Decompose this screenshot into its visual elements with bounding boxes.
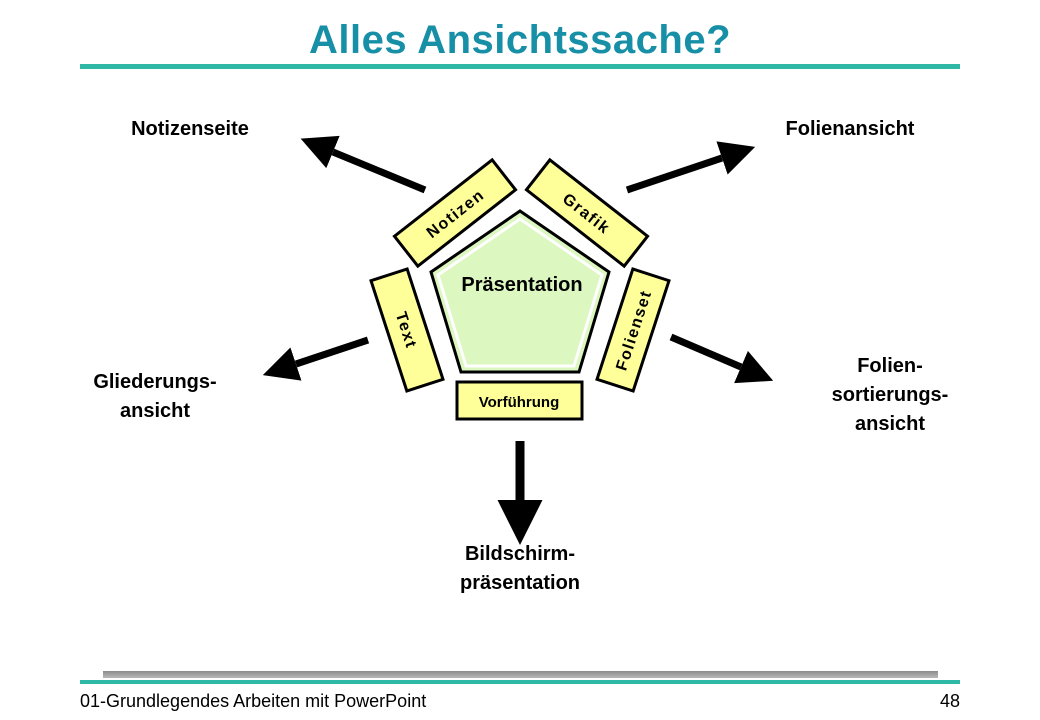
tab-folienset	[595, 267, 671, 393]
label-foliensortierungsansicht: Folien- sortierungs- ansicht	[831, 355, 949, 435]
tab-vorfuehrung	[455, 380, 584, 421]
tab-text	[369, 267, 445, 393]
pentagon-label: Präsentation	[461, 274, 582, 296]
presentation-pentagon	[429, 209, 611, 374]
arrow-to-notizenseite	[300, 135, 427, 194]
label-bildschirmpraesentation: Bildschirm- präsentation	[459, 543, 581, 594]
footer-divider	[80, 680, 960, 684]
tab-grafik	[524, 157, 650, 269]
arrow-to-folienansicht	[625, 141, 756, 194]
title-divider	[80, 64, 960, 69]
label-notizenseite: Notizenseite	[131, 118, 249, 140]
tab-vorfuehrung-label: Vorführung	[479, 394, 560, 411]
tab-notizen	[392, 157, 518, 269]
arrow-to-foliensortierung	[669, 333, 774, 384]
label-folienansicht: Folienansicht	[785, 118, 915, 140]
footer-course-title: 01-Grundlegendes Arbeiten mit PowerPoint	[80, 691, 427, 711]
slide-title: Alles Ansichtssache?	[308, 18, 731, 62]
footer-shadow-bar	[103, 671, 938, 678]
label-gliederungsansicht: Gliederungs- ansicht	[93, 371, 217, 422]
page-number: 48	[939, 691, 960, 711]
arrow-to-gliederungsansicht	[262, 336, 370, 381]
